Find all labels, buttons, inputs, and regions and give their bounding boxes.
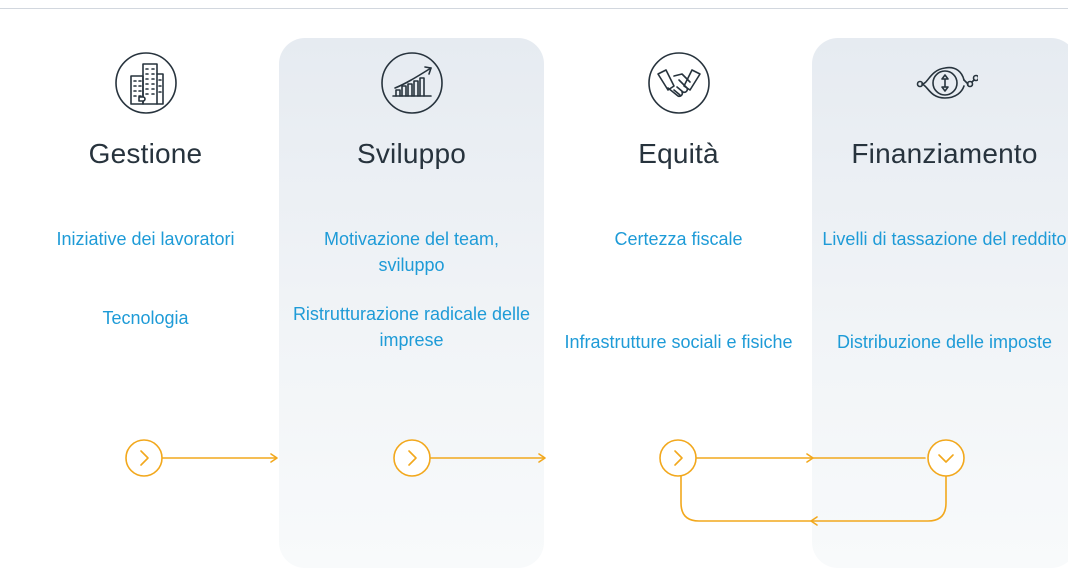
handshake-icon <box>646 50 712 116</box>
column-gestione: Gestione Iniziative dei lavoratori Tecno… <box>13 50 278 328</box>
column-title: Sviluppo <box>356 138 466 169</box>
flow-arrowhead <box>270 453 278 463</box>
currency-flow-icon <box>912 50 978 116</box>
column-title: Equità <box>638 138 719 169</box>
column-item: Iniziative dei lavoratori <box>56 229 235 249</box>
buildings-puzzle-icon <box>113 50 179 116</box>
step-circle <box>659 439 697 477</box>
flow-arrowhead <box>806 453 814 463</box>
column-item: Infrastrutture sociali e fisiche <box>564 332 793 352</box>
flow-loop <box>680 475 947 522</box>
top-divider <box>0 8 1068 9</box>
column-finanziamento: Finanziamento Livelli di tassazione del … <box>812 50 1068 352</box>
chevron-right-icon <box>674 450 683 466</box>
column-item: Distribuzione delle imposte <box>836 332 1053 352</box>
chevron-right-icon <box>408 450 417 466</box>
column-equita: Equità Certezza fiscale Infrastrutture s… <box>546 50 811 352</box>
flow-arrowhead <box>538 453 546 463</box>
column-title: Finanziamento <box>851 138 1038 169</box>
step-circle <box>393 439 431 477</box>
panel-finanziamento <box>812 38 1068 568</box>
column-title: Gestione <box>88 138 203 169</box>
column-item: Certezza fiscale <box>614 229 743 249</box>
growth-chart-icon <box>379 50 445 116</box>
column-sviluppo: Sviluppo Motivazione del team, sviluppo … <box>279 50 544 350</box>
step-circle <box>125 439 163 477</box>
panel-sviluppo <box>279 38 544 568</box>
flow-arrowhead <box>810 516 818 526</box>
column-item: Livelli di tassazione del reddito <box>822 229 1067 249</box>
chevron-down-icon <box>938 454 954 463</box>
column-item: Ristrutturazione radicale delle imprese <box>292 304 531 350</box>
chevron-right-icon <box>140 450 149 466</box>
step-circle <box>927 439 965 477</box>
column-item: Tecnologia <box>102 308 189 328</box>
column-item: Motivazione del team, sviluppo <box>323 229 500 275</box>
